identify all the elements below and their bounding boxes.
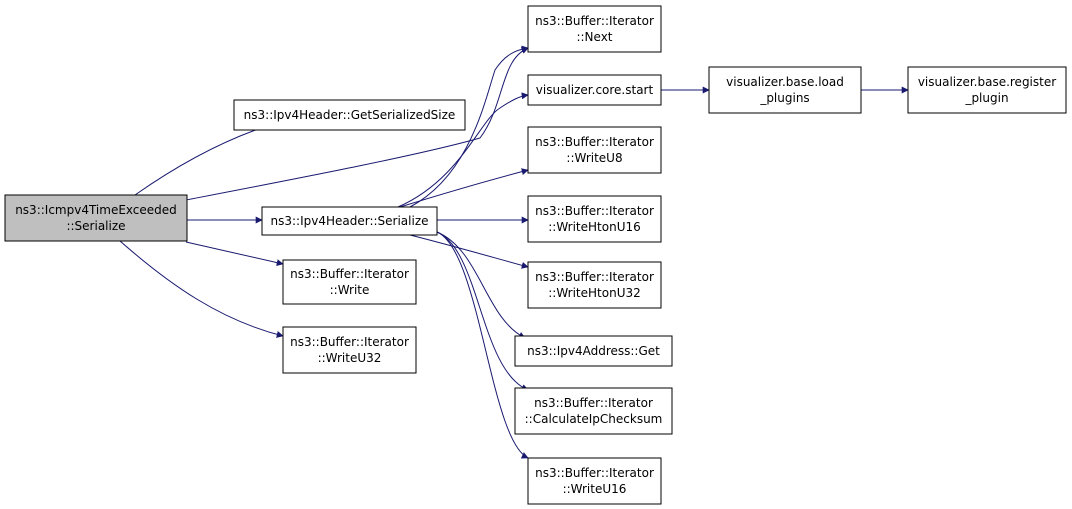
node-label: ::WriteHtonU16	[548, 220, 641, 234]
node-label: ::WriteU8	[566, 151, 622, 165]
edge-hdrserialize-to-checksum	[436, 231, 529, 391]
node-box	[527, 126, 662, 174]
node-box	[261, 206, 438, 236]
node-box	[907, 66, 1067, 114]
node-box	[4, 194, 188, 242]
node-label: ::Serialize	[66, 219, 125, 233]
node-label: ns3::Buffer::Iterator	[535, 204, 654, 218]
node-label: ::Write	[330, 283, 370, 297]
node-box	[527, 195, 662, 243]
node-box	[282, 326, 417, 374]
node-label: ns3::Buffer::Iterator	[290, 335, 409, 349]
node-box	[527, 74, 662, 106]
node-loadplugins[interactable]: visualizer.base.load _plugins	[708, 66, 862, 114]
node-label: _plugin	[964, 91, 1008, 105]
node-label: ns3::Buffer::Iterator	[535, 466, 654, 480]
node-vizstart[interactable]: visualizer.core.start	[527, 74, 662, 106]
node-label: ns3::Buffer::Iterator	[534, 396, 653, 410]
node-write[interactable]: ns3::Buffer::Iterator::Write	[282, 259, 417, 305]
node-label: _plugins	[759, 91, 809, 105]
edge-hdrserialize-to-writeu16	[436, 231, 529, 459]
edge-hdrserialize-to-writeu8	[399, 168, 529, 208]
node-label: ::WriteU32	[318, 351, 382, 365]
node-register[interactable]: visualizer.base.register _plugin	[907, 66, 1067, 114]
node-label: ns3::Buffer::Iterator	[535, 14, 654, 28]
node-root: ns3::Icmpv4TimeExceeded::Serialize	[4, 194, 188, 242]
node-label: ns3::Icmpv4TimeExceeded	[15, 203, 177, 217]
nodes-layer: ns3::Icmpv4TimeExceeded::Serializens3::I…	[4, 5, 1067, 505]
edge-root-to-getsize	[134, 120, 281, 196]
node-box	[527, 261, 662, 309]
node-label: visualizer.base.register	[918, 75, 1056, 89]
node-box	[233, 99, 466, 131]
node-label: ::WriteU16	[563, 482, 627, 496]
node-writeu16[interactable]: ns3::Buffer::Iterator::WriteU16	[527, 457, 662, 505]
edge-hdrserialize-to-next	[409, 45, 529, 208]
node-getsize[interactable]: ns3::Ipv4Header::GetSerializedSize	[233, 99, 466, 131]
edge-root-to-write	[185, 241, 284, 267]
node-label: ::Next	[576, 30, 612, 44]
node-box	[514, 335, 673, 367]
node-label: ns3::Ipv4Header::Serialize	[270, 214, 428, 228]
node-label: ns3::Buffer::Iterator	[535, 270, 654, 284]
node-next[interactable]: ns3::Buffer::Iterator::Next	[527, 5, 662, 53]
node-htonu32[interactable]: ns3::Buffer::Iterator::WriteHtonU32	[527, 261, 662, 309]
node-label: ns3::Buffer::Iterator	[535, 135, 654, 149]
edge-hdrserialize-to-htonu32	[409, 234, 529, 269]
node-hdrserialize[interactable]: ns3::Ipv4Header::Serialize	[261, 206, 438, 236]
node-addrget[interactable]: ns3::Ipv4Address::Get	[514, 335, 673, 367]
node-label: ::WriteHtonU32	[548, 286, 641, 300]
node-label: ::CalculateIpChecksum	[525, 412, 663, 426]
node-box	[527, 5, 662, 53]
edge-root-to-writeu32	[119, 240, 284, 338]
node-label: visualizer.core.start	[536, 83, 654, 97]
node-box	[282, 259, 417, 305]
node-box	[514, 387, 673, 435]
node-label: ns3::Buffer::Iterator	[290, 267, 409, 281]
node-label: ns3::Ipv4Address::Get	[527, 344, 660, 358]
node-checksum[interactable]: ns3::Buffer::Iterator::CalculateIpChecks…	[514, 387, 673, 435]
node-label: ns3::Ipv4Header::GetSerializedSize	[244, 108, 456, 122]
node-writeu8[interactable]: ns3::Buffer::Iterator::WriteU8	[527, 126, 662, 174]
node-box	[527, 457, 662, 505]
edge-root-to-next	[185, 47, 529, 201]
node-label: visualizer.base.load	[726, 75, 844, 89]
node-htonu16[interactable]: ns3::Buffer::Iterator::WriteHtonU16	[527, 195, 662, 243]
node-writeu32[interactable]: ns3::Buffer::Iterator::WriteU32	[282, 326, 417, 374]
edges-layer	[119, 45, 909, 459]
node-box	[708, 66, 862, 114]
edge-hdrserialize-to-vizstart	[397, 92, 529, 208]
edge-hdrserialize-to-addrget	[436, 231, 526, 339]
